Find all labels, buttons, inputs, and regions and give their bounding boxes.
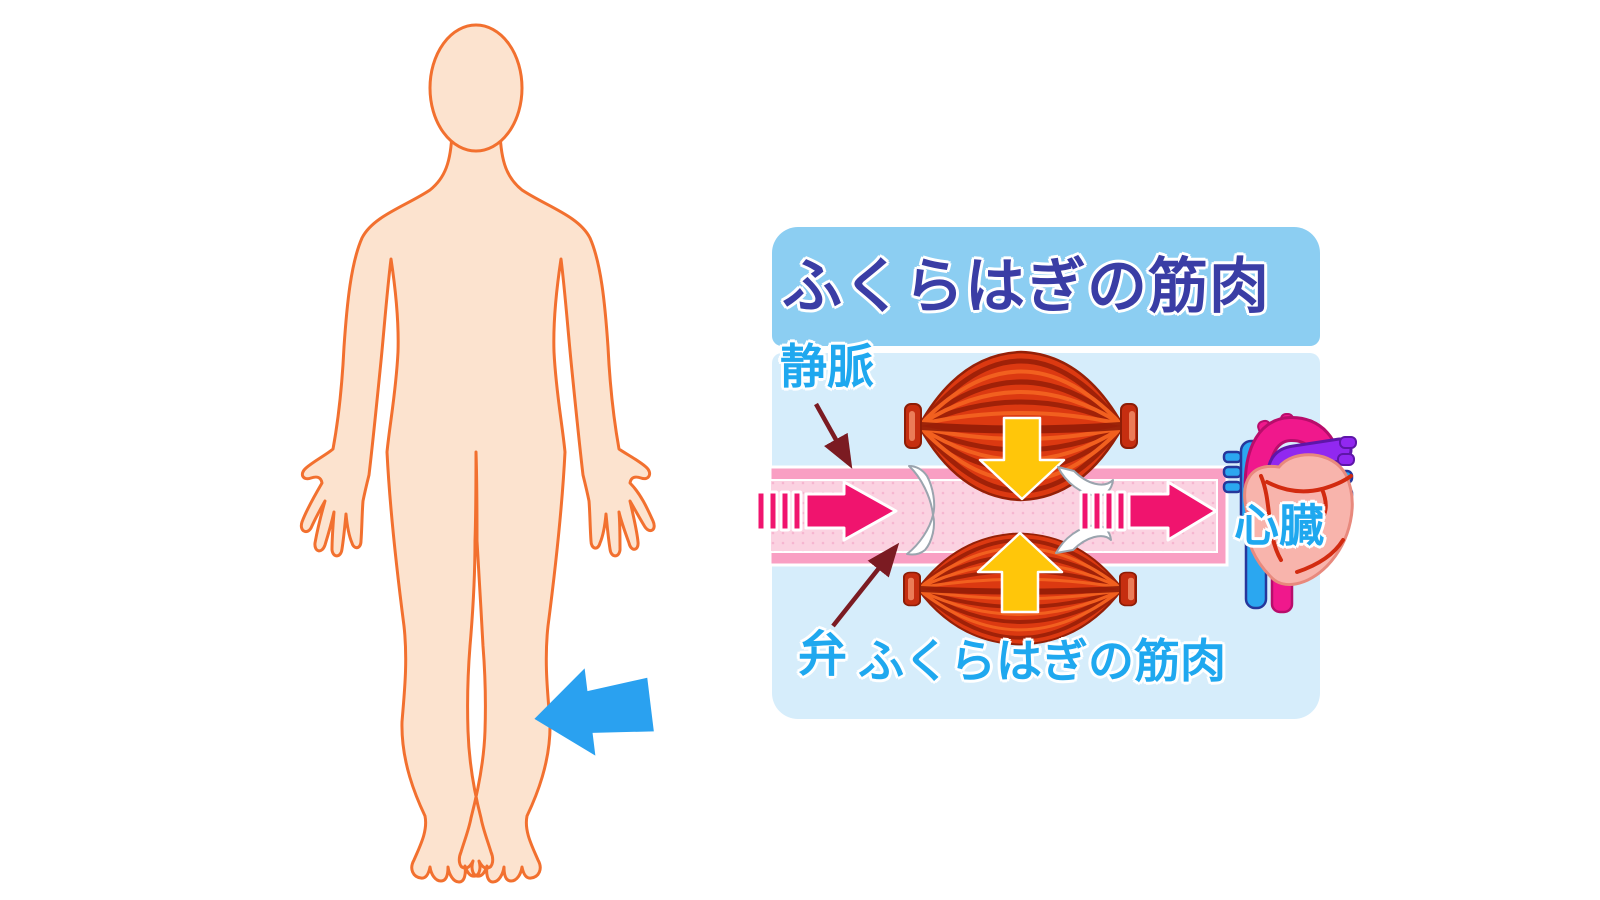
vein-label: 静脈: [780, 340, 874, 395]
body-outline: [299, 130, 656, 884]
pulmonary-branch: [1337, 453, 1355, 466]
pulmonary-branch: [1339, 436, 1357, 449]
leg-pointer-arrow: [534, 668, 654, 756]
valve-label: 弁: [798, 626, 848, 683]
human-body-silhouette: [299, 23, 656, 884]
panel-title-band: [772, 227, 1320, 346]
panel-title: ふくらはぎの筋肉: [782, 251, 1270, 322]
calf-muscle-label: ふくらはぎの筋肉: [858, 634, 1226, 688]
heart-label: 心臓: [1234, 499, 1325, 552]
head: [428, 23, 524, 153]
